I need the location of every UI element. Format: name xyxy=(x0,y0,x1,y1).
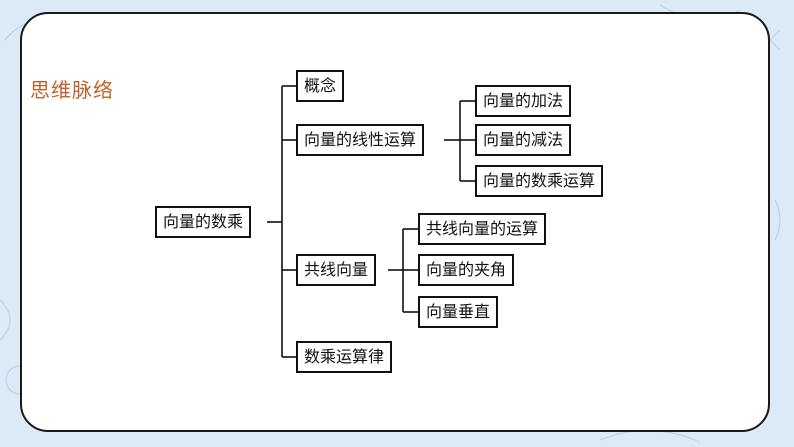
leaf-collinear-vector-operations: 共线向量的运算 xyxy=(418,213,547,245)
leaf-vector-subtraction: 向量的减法 xyxy=(475,124,572,156)
content-card xyxy=(20,12,770,432)
branch-linear-operations: 向量的线性运算 xyxy=(296,124,425,156)
leaf-vector-addition: 向量的加法 xyxy=(475,85,572,117)
branch-collinear-vectors: 共线向量 xyxy=(296,254,377,286)
leaf-vector-angle: 向量的夹角 xyxy=(418,254,515,286)
leaf-vector-perpendicular: 向量垂直 xyxy=(418,296,499,328)
branch-concept: 概念 xyxy=(296,70,345,102)
leaf-scalar-multiplication: 向量的数乘运算 xyxy=(475,165,604,197)
section-title: 思维脉络 xyxy=(30,78,114,102)
branch-scalar-multiplication-laws: 数乘运算律 xyxy=(296,341,393,373)
root-node: 向量的数乘 xyxy=(155,206,252,238)
